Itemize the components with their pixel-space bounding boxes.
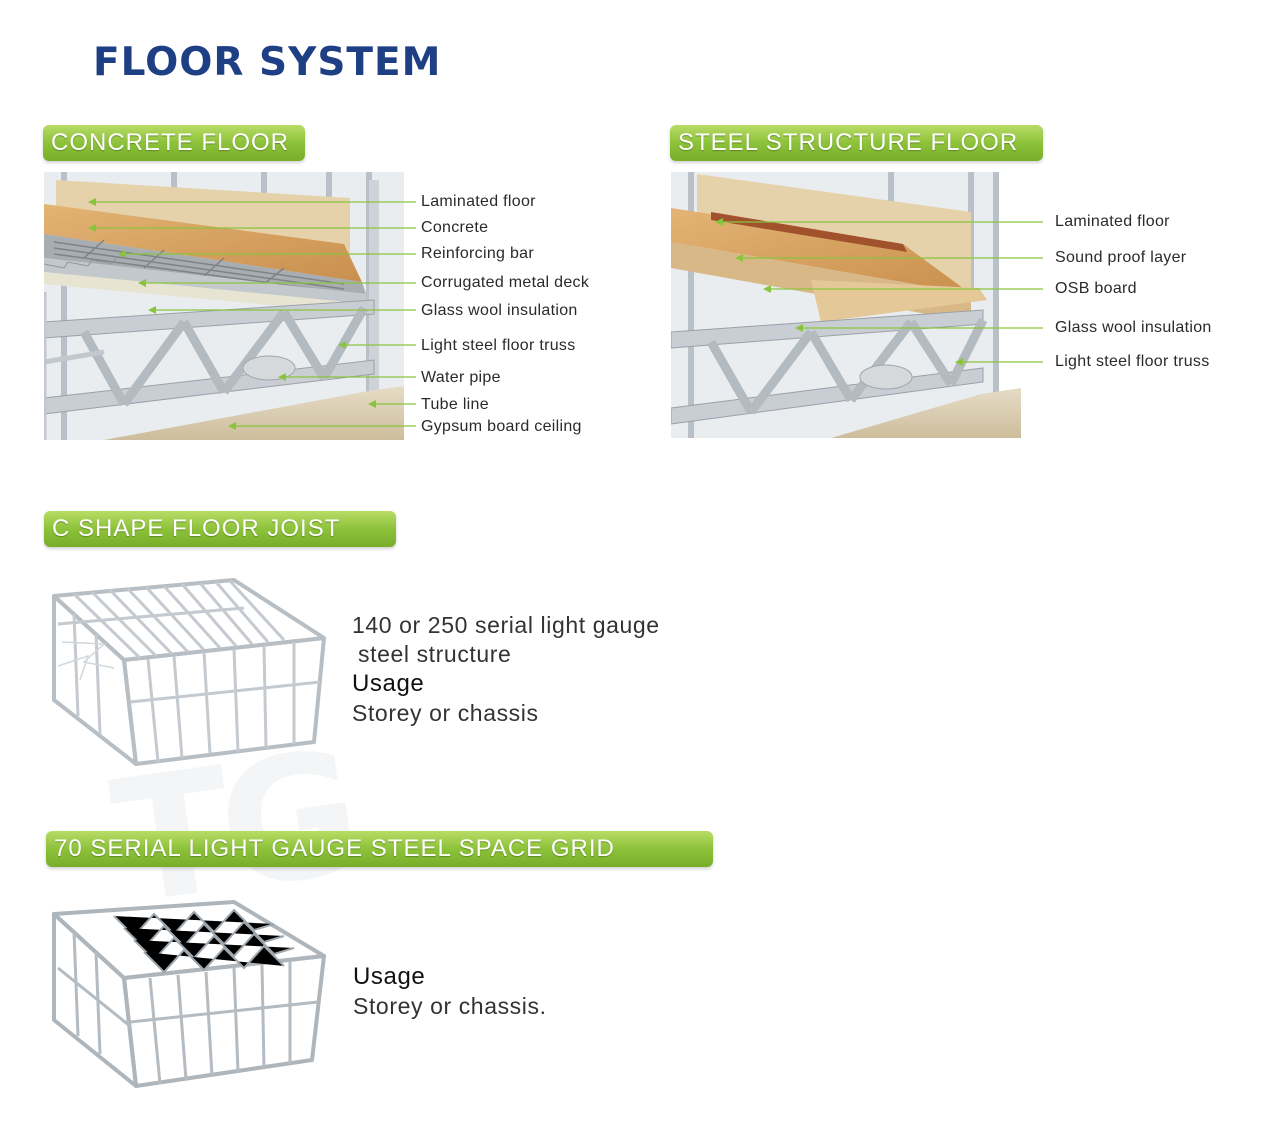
callout-light-steel-floor-truss: Light steel floor truss [421,337,576,354]
usage-value: Storey or chassis [352,700,539,726]
callout-tube-line: Tube line [421,396,489,413]
section-header-concrete-floor: CONCRETE FLOOR [43,125,305,161]
section-header-space-grid: 70 SERIAL LIGHT GAUGE STEEL SPACE GRID [46,831,713,867]
spec-line-2: steel structure [358,641,512,667]
usage-value: Storey or chassis. [353,993,547,1019]
callout-osb-board: OSB board [1055,280,1137,297]
c-shape-floor-joist-description: 140 or 250 serial light gauge steel stru… [352,611,660,728]
space-grid-diagram [52,900,326,1088]
callout-glass-wool-insulation: Glass wool insulation [1055,319,1212,336]
space-grid-description: Usage Storey or chassis. [353,962,547,1021]
spec-line-1: 140 or 250 serial light gauge [352,612,660,638]
callout-glass-wool-insulation: Glass wool insulation [421,302,578,319]
callout-gypsum-board-ceiling: Gypsum board ceiling [421,418,582,435]
callout-sound-proof-layer: Sound proof layer [1055,249,1187,266]
steel-structure-floor-diagram [671,172,1043,438]
callout-light-steel-floor-truss: Light steel floor truss [1055,353,1210,370]
callout-corrugated-metal-deck: Corrugated metal deck [421,274,590,291]
page-title: FLOOR SYSTEM [93,40,442,85]
callout-reinforcing-bar: Reinforcing bar [421,245,534,262]
usage-label: Usage [353,963,426,990]
usage-label: Usage [352,670,425,697]
callout-laminated-floor: Laminated floor [421,193,536,210]
callout-concrete: Concrete [421,219,489,236]
section-header-c-shape-floor-joist: C SHAPE FLOOR JOIST [44,511,396,547]
c-shape-floor-joist-diagram [52,578,326,766]
callout-laminated-floor: Laminated floor [1055,213,1170,230]
section-header-steel-structure-floor: STEEL STRUCTURE FLOOR [670,125,1043,161]
callout-water-pipe: Water pipe [421,369,501,386]
concrete-floor-diagram [44,172,416,440]
